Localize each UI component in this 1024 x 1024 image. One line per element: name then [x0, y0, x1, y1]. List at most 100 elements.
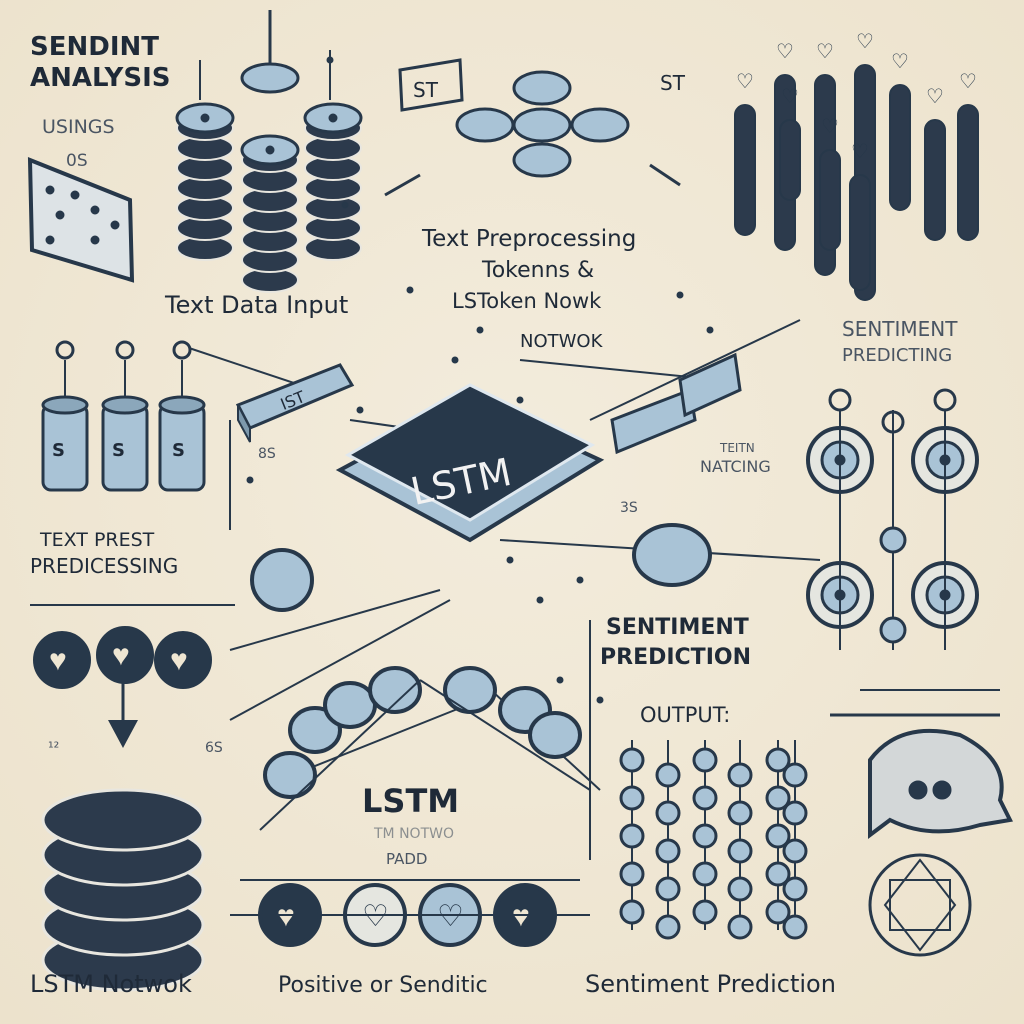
- arrow-icon: [649, 163, 681, 187]
- output-node: [727, 914, 753, 940]
- heart-icon: ♥: [277, 900, 295, 933]
- svg-text:ST: ST: [660, 71, 686, 95]
- speckle-dot: [246, 476, 254, 484]
- token-block-right: [610, 387, 697, 455]
- chain-line: [419, 679, 591, 791]
- document-icon: [27, 157, 135, 283]
- connector-line: [589, 319, 801, 421]
- document-dot: [45, 235, 55, 245]
- heart-node: [33, 631, 91, 689]
- output-node: [765, 899, 791, 925]
- lstm-cell-disc: [323, 681, 377, 729]
- document-dot: [45, 185, 55, 195]
- output-node: [782, 876, 808, 902]
- arrow-icon: [384, 173, 421, 197]
- mark-6s: 6S: [205, 740, 223, 756]
- document-dot: [110, 220, 120, 230]
- speckle-dot: [576, 576, 584, 584]
- heart-node: [96, 626, 154, 684]
- token-disc: [455, 107, 515, 143]
- signal-bar: [819, 149, 841, 251]
- network-star-shape: [883, 858, 957, 952]
- lstm-network-stack-layer: [41, 788, 205, 852]
- speckle-dot: [706, 326, 714, 334]
- heart-icon: ♡: [816, 41, 834, 63]
- heart-icon: ♥: [512, 900, 530, 933]
- label-text-data-input: Text Data Input: [164, 291, 348, 319]
- bubble-eye: [908, 780, 928, 800]
- token-box-st-left: ST: [398, 58, 464, 112]
- subtitle-using: USINGS: [42, 116, 115, 138]
- cylinder-label-s-2: S: [112, 440, 125, 461]
- cylinder-icon: [41, 403, 89, 492]
- title-line2: ANALYSIS: [30, 63, 170, 93]
- label-bottom-sentiment-prediction: Sentiment Prediction: [585, 970, 836, 998]
- output-node: [782, 800, 808, 826]
- svg-text:ST: ST: [413, 78, 439, 102]
- output-node: [727, 800, 753, 826]
- output-node: [619, 899, 645, 925]
- label-output: OUTPUT:: [640, 703, 730, 727]
- lstm-cell-disc: [368, 666, 422, 714]
- subtitle-os: 0S: [66, 151, 88, 171]
- label-preprocessing-4: NOTWOK: [520, 331, 604, 352]
- token-block-ist: IST: [235, 363, 355, 443]
- pin-node: [828, 388, 852, 412]
- signal-bar: [849, 174, 871, 291]
- data-cap: [240, 62, 300, 94]
- label-sentiment-predicting-2: PREDICTING: [842, 345, 952, 366]
- speckle-dot: [451, 356, 459, 364]
- output-node: [655, 762, 681, 788]
- pin-head: [115, 340, 135, 360]
- token-block-right-2: [678, 352, 742, 418]
- heart-icon: ♡: [362, 900, 389, 933]
- signal-bar: [957, 104, 979, 241]
- label-tm-notwo: TM NOTWO: [373, 826, 454, 842]
- token-disc: [512, 70, 572, 106]
- output-node: [692, 861, 718, 887]
- document-dot: [70, 190, 80, 200]
- cylinder-icon: [101, 403, 149, 492]
- output-node: [692, 823, 718, 849]
- speckle-dot: [341, 201, 349, 209]
- label-sentiment-mid: SENTIMENT: [606, 615, 749, 640]
- label-padd: PADD: [386, 850, 427, 868]
- output-node: [619, 861, 645, 887]
- lstm-main-chip: LSTM: [335, 383, 605, 543]
- output-node: [619, 785, 645, 811]
- heart-icon: ♡: [781, 86, 799, 108]
- output-node: [782, 838, 808, 864]
- label-preprocessing-3: LSToken Nowk: [452, 289, 602, 313]
- compass-disc: [250, 548, 314, 612]
- output-node: [655, 838, 681, 864]
- speckle-dot: [516, 396, 524, 404]
- pin-node: [933, 388, 957, 412]
- speckle-dot: [506, 556, 514, 564]
- output-node: [782, 914, 808, 940]
- heart-icon: ♥: [49, 644, 67, 677]
- pin-head: [55, 340, 75, 360]
- cylinder-label-s-1: S: [52, 440, 65, 461]
- speckle-dot: [476, 326, 484, 334]
- network-star-icon: [868, 853, 972, 957]
- title-line1: SENDINT: [30, 32, 159, 62]
- lstm-cell-disc: [443, 666, 497, 714]
- lstm-cell-disc: [263, 751, 317, 799]
- heart-icon: ♡: [959, 71, 977, 93]
- connector-line: [229, 599, 451, 721]
- speckle-dot: [556, 676, 564, 684]
- document-dot: [90, 205, 100, 215]
- output-node: [765, 823, 791, 849]
- heart-icon: ♡: [926, 86, 944, 108]
- lstm-cell-disc: [528, 711, 582, 759]
- label-natcing: NATCING: [700, 457, 771, 476]
- token-box-st-right: ST: [660, 71, 686, 95]
- label-text-prest: TEXT PREST: [39, 529, 155, 551]
- heart-icon: ♡: [856, 31, 874, 53]
- token-disc: [570, 107, 630, 143]
- output-node: [619, 823, 645, 849]
- output-node: [619, 747, 645, 773]
- output-node: [692, 747, 718, 773]
